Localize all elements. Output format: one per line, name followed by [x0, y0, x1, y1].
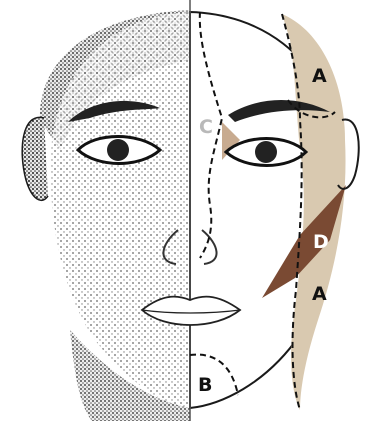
left-iris: [107, 139, 129, 161]
label-a-upper: A: [312, 65, 327, 87]
right-iris: [255, 141, 277, 163]
label-c: C: [199, 116, 213, 138]
label-b: B: [198, 374, 212, 396]
label-d: D: [313, 231, 329, 253]
label-a-lower: A: [312, 283, 327, 305]
left-ear: [22, 117, 48, 200]
